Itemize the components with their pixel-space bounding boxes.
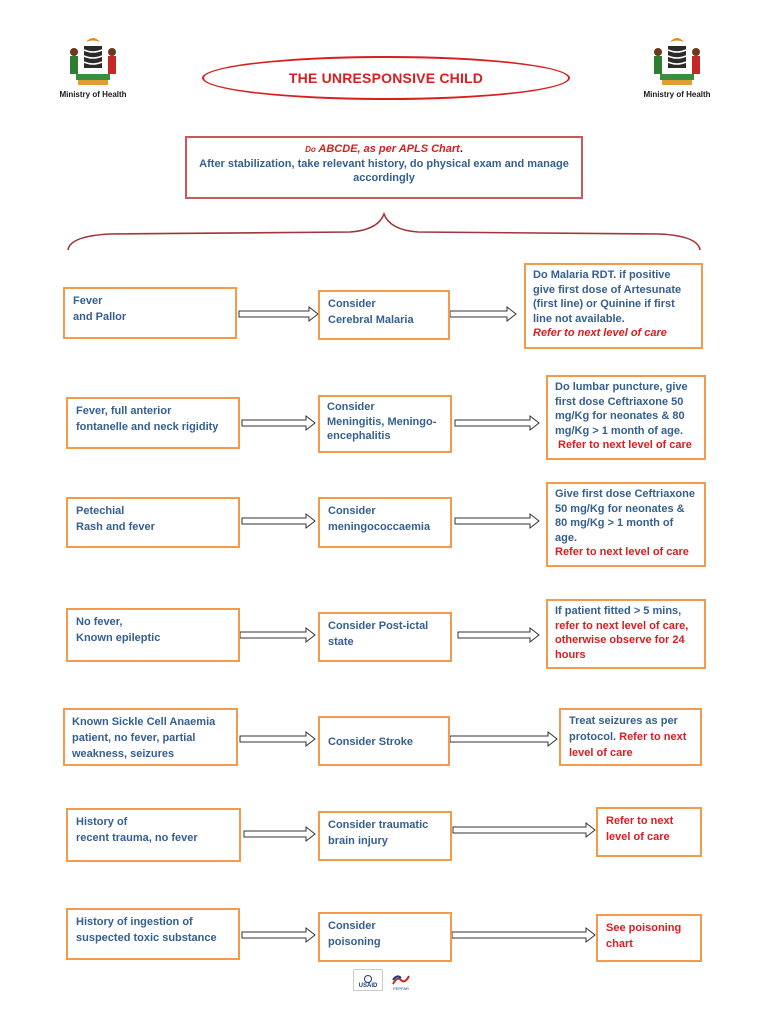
action-box-3: Give first dose Ceftriaxone 50 mg/Kg for…	[546, 482, 706, 567]
presentation-box-1: Fever and Pallor	[63, 287, 237, 339]
usaid-logo: USAID	[353, 969, 383, 991]
action-box-2: Do lumbar puncture, give first dose Ceft…	[546, 375, 706, 460]
consider-box-7: Consider poisoning	[318, 912, 452, 962]
usaid-seal-icon	[364, 975, 372, 983]
presentation-box-5: Known Sickle Cell Anaemia patient, no fe…	[63, 708, 238, 766]
presentation-box-7: History of ingestion of suspected toxic …	[66, 908, 240, 960]
intro-box: Do ABCDE, as per APLS Chart. After stabi…	[185, 136, 583, 199]
ministry-of-health-right: Ministry of Health	[643, 90, 711, 99]
coat-of-arms-left-icon	[70, 38, 116, 85]
consider-box-5: Consider Stroke	[318, 716, 450, 766]
presentation-box-6: History of recent trauma, no fever	[66, 808, 241, 862]
intro-line-1: Do ABCDE, as per APLS Chart.	[305, 143, 463, 155]
intro-line-2: After stabilization, take relevant histo…	[199, 158, 569, 184]
pepfar-flag-icon	[392, 975, 410, 985]
presentation-box-2: Fever, full anterior fontanelle and neck…	[66, 397, 240, 449]
consider-box-2: Consider Meningitis, Meningo- encephalit…	[318, 395, 452, 453]
presentation-box-4: No fever, Known epileptic	[66, 608, 240, 662]
ministry-of-health-left: Ministry of Health	[59, 90, 127, 99]
pepfar-logo: PEPFAR	[385, 969, 417, 991]
action-box-1: Do Malaria RDT. if positive give first d…	[524, 263, 703, 349]
action-box-4: If patient fitted > 5 mins, refer to nex…	[546, 599, 706, 669]
consider-box-3: Consider meningococcaemia	[318, 497, 452, 548]
footer-logos: USAID PEPFAR	[353, 968, 417, 992]
arrows	[238, 305, 596, 944]
action-box-7: See poisoning chart	[596, 914, 702, 962]
title-oval: THE UNRESPONSIVE CHILD	[202, 56, 570, 100]
consider-box-4: Consider Post-ictal state	[318, 612, 452, 662]
consider-box-6: Consider traumatic brain injury	[318, 811, 452, 861]
coat-of-arms-right-icon	[654, 38, 700, 85]
action-box-5: Treat seizures as per protocol. Refer to…	[559, 708, 702, 766]
curly-brace	[67, 211, 701, 251]
presentation-box-3: Petechial Rash and fever	[66, 497, 240, 548]
consider-box-1: Consider Cerebral Malaria	[318, 290, 450, 340]
action-box-6: Refer to next level of care	[596, 807, 702, 857]
page-title: THE UNRESPONSIVE CHILD	[288, 70, 484, 86]
